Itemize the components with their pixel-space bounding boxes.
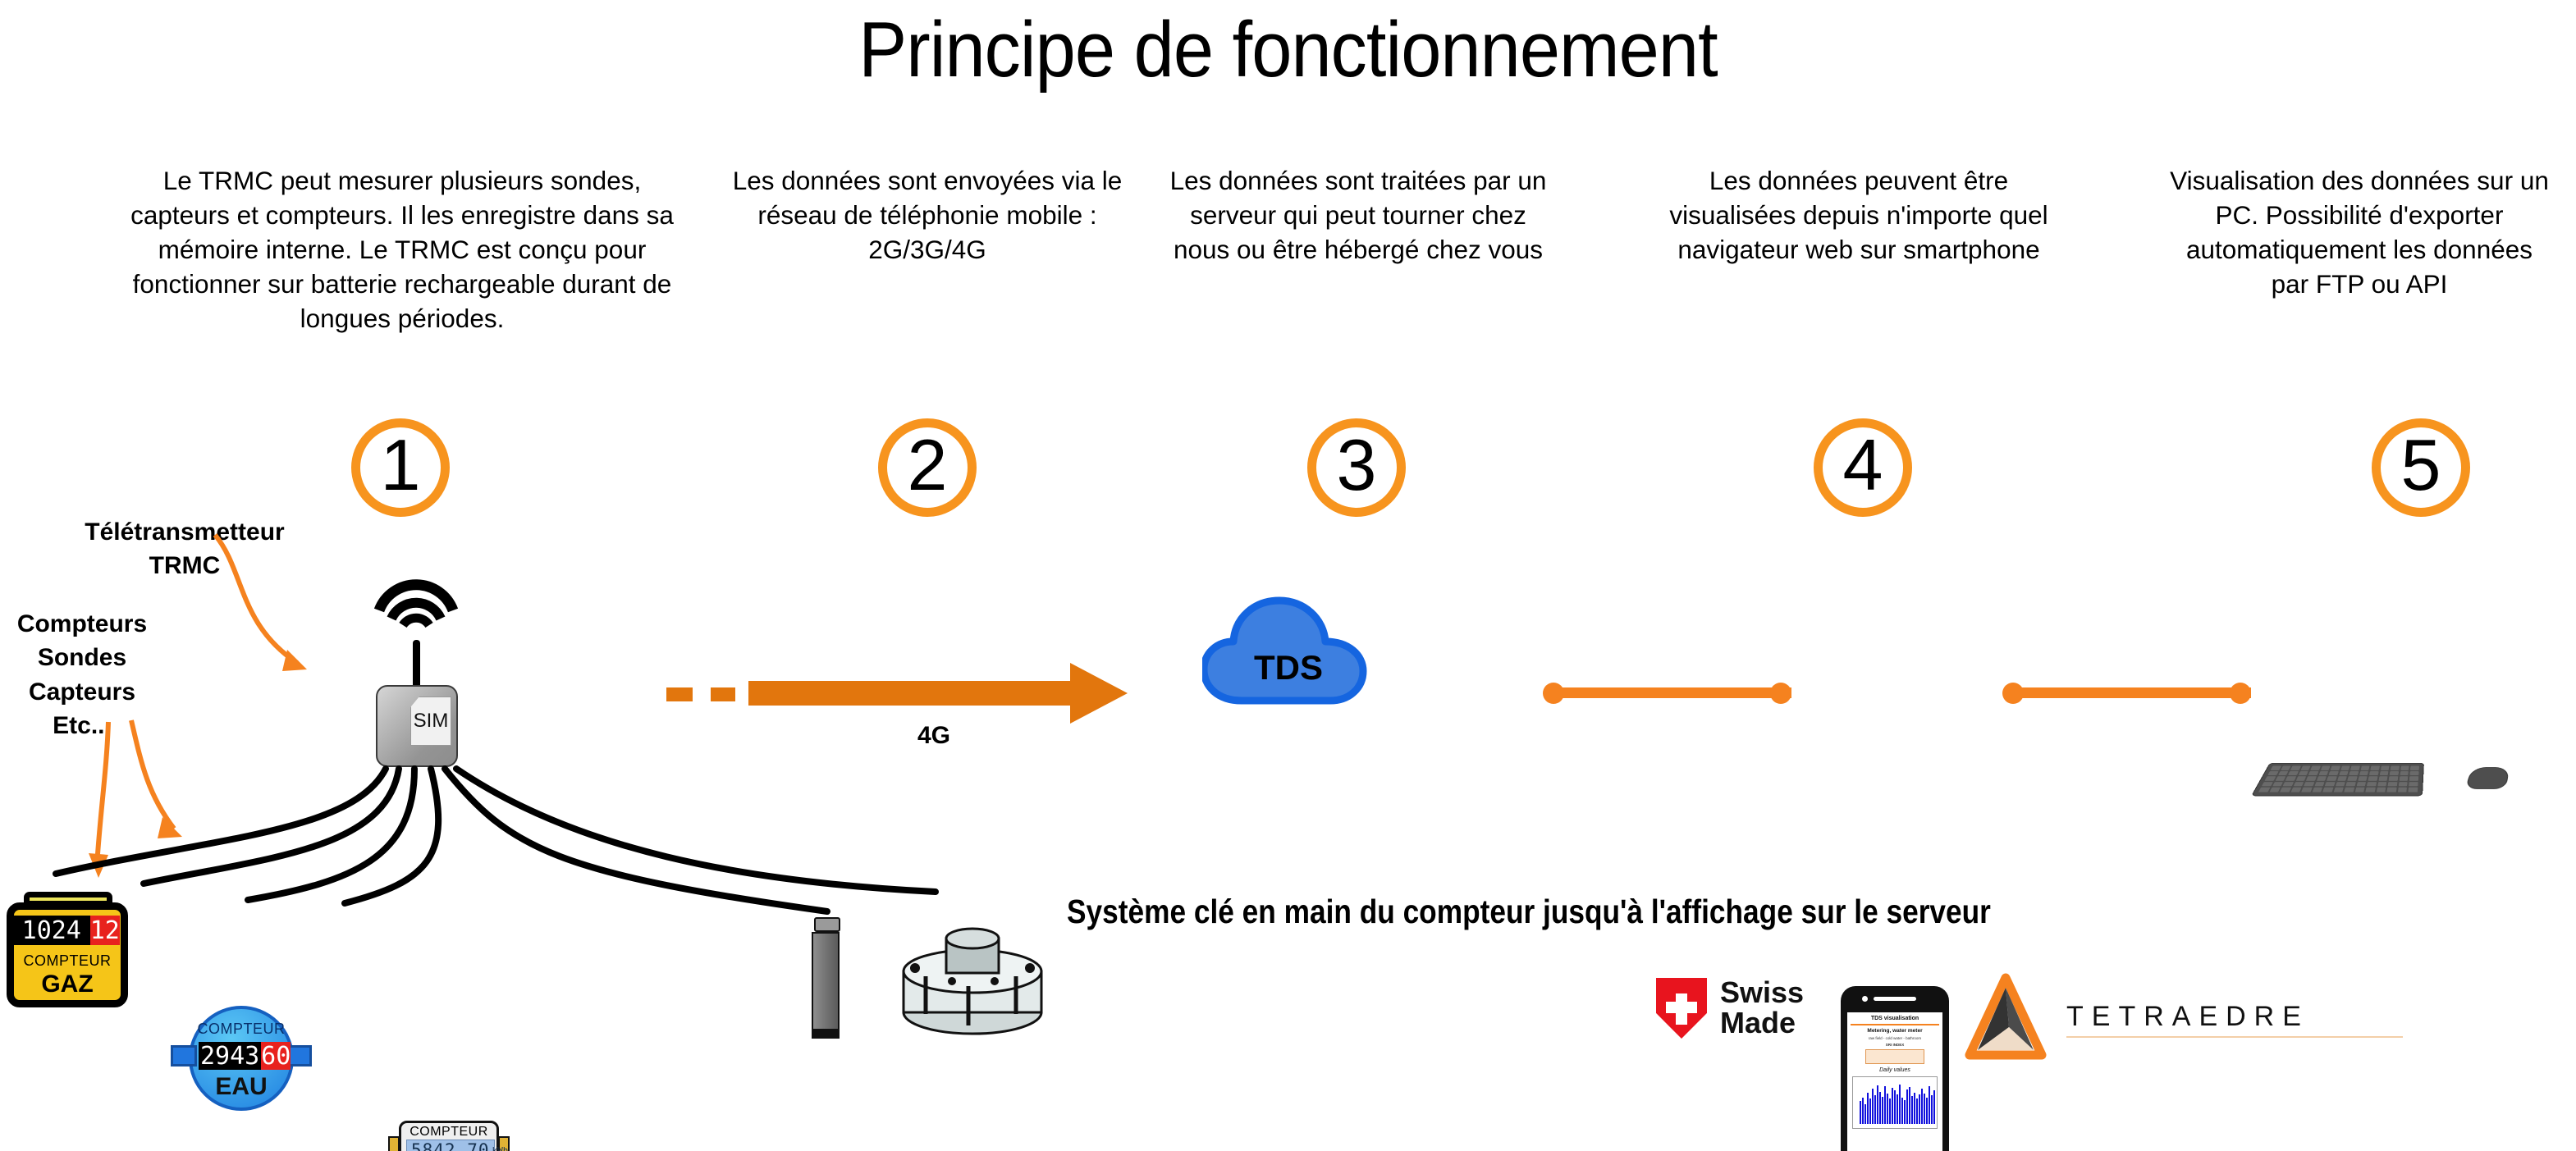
trmc-device[interactable]: SIM bbox=[376, 685, 458, 767]
sensors-annotation-line2: Sondes bbox=[37, 644, 127, 672]
gas-meter-top bbox=[24, 892, 112, 907]
gas-meter-reading: 1024 12 bbox=[13, 916, 120, 945]
probe-sensor[interactable] bbox=[812, 917, 840, 1039]
water-meter-left-ear bbox=[171, 1045, 197, 1067]
pc-mouse[interactable] bbox=[2464, 767, 2510, 789]
tagline: Système clé en main du compteur jusqu'à … bbox=[1067, 893, 1991, 930]
page-title: Principe de fonctionnement bbox=[858, 6, 1718, 94]
arrow-dash-2-icon bbox=[711, 687, 735, 701]
tetraedre-wordmark: TETRAEDRE bbox=[2066, 1001, 2403, 1038]
disc-sensor[interactable] bbox=[895, 917, 1050, 1040]
step-3-description: Les données sont traitées par un serveur… bbox=[1169, 166, 1547, 264]
phone-camera-icon bbox=[1862, 996, 1868, 1002]
probe-sensor-tip-icon bbox=[812, 1030, 840, 1039]
phone-rule bbox=[1851, 1024, 1939, 1025]
step-2-description: Les données sont envoyées via le réseau … bbox=[732, 166, 1123, 264]
phone-bar-chart bbox=[1852, 1076, 1938, 1129]
smartphone[interactable]: TDS visualisation Metering, water meter … bbox=[1841, 986, 1949, 1151]
phone-sub-line: raw field - cold water - bathroom bbox=[1868, 1035, 1922, 1040]
trmc-annotation: Télétransmetteur TRMC bbox=[49, 515, 320, 583]
wifi-icon bbox=[373, 579, 459, 628]
link-bar-1 bbox=[1553, 687, 1791, 698]
tetraedre-rule bbox=[2066, 1035, 2403, 1038]
water-meter-reading: 2943 60 bbox=[199, 1041, 291, 1071]
water-meter-caption: COMPTEUR bbox=[197, 1021, 286, 1037]
gas-meter[interactable]: 1024 12 COMPTEUR GAZ bbox=[7, 892, 128, 1007]
antenna-icon bbox=[413, 640, 420, 691]
cloud-label: TDS bbox=[1254, 648, 1323, 687]
trmc-pointer-arrow-icon bbox=[213, 533, 307, 671]
cloud-icon[interactable] bbox=[1202, 584, 1375, 707]
pc-keyboard-keys bbox=[2258, 765, 2420, 792]
trmc-annotation-line2: TRMC bbox=[149, 552, 221, 580]
gas-meter-digits: 1024 bbox=[13, 916, 90, 945]
water-meter-title: EAU bbox=[215, 1073, 268, 1100]
pc-keyboard[interactable] bbox=[2251, 762, 2424, 797]
phone-speaker-icon bbox=[1874, 997, 1916, 1001]
heat-meter-unit: kWh bbox=[492, 1144, 509, 1151]
tetraedre-word: TETRAEDRE bbox=[2066, 1000, 2309, 1032]
heat-meter-right-ear bbox=[498, 1136, 510, 1151]
link-dot-right-2 bbox=[2230, 683, 2251, 704]
swiss-made-line1: Swiss bbox=[1720, 975, 1805, 1010]
gas-meter-decimals: 12 bbox=[89, 916, 120, 945]
probe-sensor-body bbox=[812, 932, 840, 1030]
trmc-annotation-line1: Télétransmetteur bbox=[85, 518, 285, 546]
swiss-made-text: Swiss Made bbox=[1720, 978, 1804, 1038]
swiss-shield-icon bbox=[1656, 978, 1707, 1039]
phone-screen[interactable]: TDS visualisation Metering, water meter … bbox=[1847, 1012, 1942, 1151]
sensors-annotation: Compteurs Sondes Capteurs Etc... bbox=[0, 607, 164, 743]
heat-meter-reading: 5842.70 bbox=[411, 1140, 490, 1151]
tetraedre-logo: TETRAEDRE bbox=[1961, 973, 2403, 1065]
heat-meter-caption: COMPTEUR bbox=[410, 1125, 488, 1139]
water-meter[interactable]: COMPTEUR 2943 60 EAU bbox=[171, 1006, 312, 1111]
step-4-description: Les données peuvent être visualisées dep… bbox=[1669, 166, 2048, 264]
arrow-dash-1-icon bbox=[666, 687, 693, 701]
water-meter-digits: 2943 bbox=[199, 1041, 262, 1071]
step-badge-4: 4 bbox=[1814, 418, 1912, 517]
swiss-made-line2: Made bbox=[1720, 1006, 1796, 1039]
arrow-right-icon bbox=[748, 663, 1128, 724]
phone-page-heading: Metering, water meter bbox=[1867, 1027, 1923, 1034]
heat-meter[interactable]: COMPTEUR 5842.70 kWh CHALEUR bbox=[388, 1121, 510, 1151]
sensors-annotation-line4: Etc... bbox=[53, 712, 112, 740]
gas-meter-title: GAZ bbox=[41, 971, 94, 998]
sim-label: SIM bbox=[410, 697, 451, 746]
phone-bar-chart-bars bbox=[1860, 1081, 1935, 1124]
step-1-description: Le TRMC peut mesurer plusieurs sondes, c… bbox=[130, 166, 674, 333]
phone-table-label: SRI INDEX bbox=[1885, 1042, 1905, 1047]
phone-section-label: Daily values bbox=[1879, 1067, 1910, 1073]
heat-meter-left-ear bbox=[388, 1136, 400, 1151]
link-bar-2 bbox=[2013, 687, 2251, 698]
swiss-made-logo: Swiss Made bbox=[1656, 978, 1804, 1039]
step-5-description: Visualisation des données sur un PC. Pos… bbox=[2170, 166, 2549, 299]
device-cables bbox=[53, 765, 939, 915]
network-arrow-label: 4G bbox=[917, 722, 951, 749]
probe-sensor-cap-icon bbox=[814, 917, 840, 932]
sensors-annotation-line1: Compteurs bbox=[16, 610, 148, 637]
gas-meter-caption: COMPTEUR bbox=[23, 952, 112, 969]
tetrahedron-icon bbox=[1965, 973, 2047, 1060]
step-badge-1: 1 bbox=[351, 418, 450, 517]
sensors-annotation-line3: Capteurs bbox=[28, 678, 136, 706]
heat-meter-display: 5842.70 kWh bbox=[406, 1140, 508, 1151]
phone-app-title: TDS visualisation bbox=[1870, 1016, 1919, 1021]
step-badge-2: 2 bbox=[878, 418, 977, 517]
phone-data-table bbox=[1865, 1048, 1924, 1064]
step-badge-3: 3 bbox=[1307, 418, 1406, 517]
water-meter-decimals: 60 bbox=[261, 1041, 291, 1071]
step-badge-5: 5 bbox=[2372, 418, 2470, 517]
link-dot-right-1 bbox=[1770, 683, 1791, 704]
